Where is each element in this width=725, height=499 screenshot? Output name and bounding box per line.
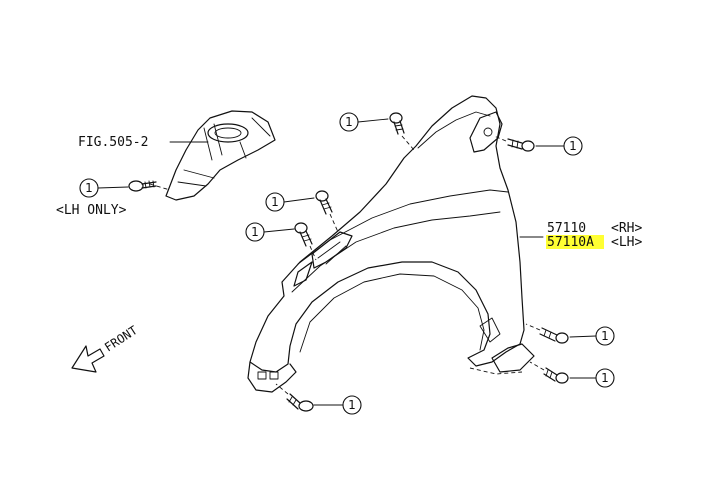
callout-number: 1 [601,329,609,343]
bolt-leader-dashed [525,323,541,331]
callout-circle [245,222,265,242]
top-bolt [389,112,405,135]
bottom-bolt [286,393,314,412]
liner-bolt [128,180,157,192]
callout-circle [342,395,362,415]
highlight-marker [546,235,604,249]
bolt-leader-dashed [309,245,317,261]
front-fender-part [247,95,535,393]
callout-leader [283,197,315,203]
callout-circle [265,192,285,212]
right-lower-bolt-lower [543,367,569,384]
upper-right-bolt [507,138,535,152]
part-number-lh: 57110A [547,235,594,250]
bolt-leader-dashed [493,135,507,142]
lh-only-label: <LH ONLY> [56,203,127,218]
callout-leader [357,118,389,123]
front-label: FRONT [102,323,140,354]
callout-circle [339,112,359,132]
callout-number: 1 [85,181,93,195]
callout-leader [97,186,129,189]
callout-leader [263,228,295,233]
front-direction-arrow [71,345,105,373]
mid-left-bolt-lower [294,222,313,247]
callout-number: 1 [271,195,279,209]
callout-number: 1 [569,139,577,153]
part-number-rh: 57110 [547,221,586,236]
bolt-leader-dashed [401,135,415,151]
callout-circle [79,178,99,198]
mid-left-bolt-upper [315,190,333,215]
bolt-leader-dashed [529,361,545,371]
callout-circle [563,136,583,156]
callout-number: 1 [601,371,609,385]
callout-number: 1 [251,225,259,239]
bolt-leader-dashed [329,213,339,233]
fig-reference-label: FIG.505-2 [78,135,148,150]
callout-number: 1 [348,398,356,412]
callout-circle [595,326,615,346]
part-side-rh: <RH> [611,221,642,236]
part-side-lh: <LH> [611,235,642,250]
callout-circle [595,368,615,388]
fender-liner-part [149,110,276,201]
callout-leader [569,335,597,338]
right-lower-bolt-upper [539,327,569,344]
bolt-leader-dashed [275,383,289,395]
callout-number: 1 [345,115,353,129]
